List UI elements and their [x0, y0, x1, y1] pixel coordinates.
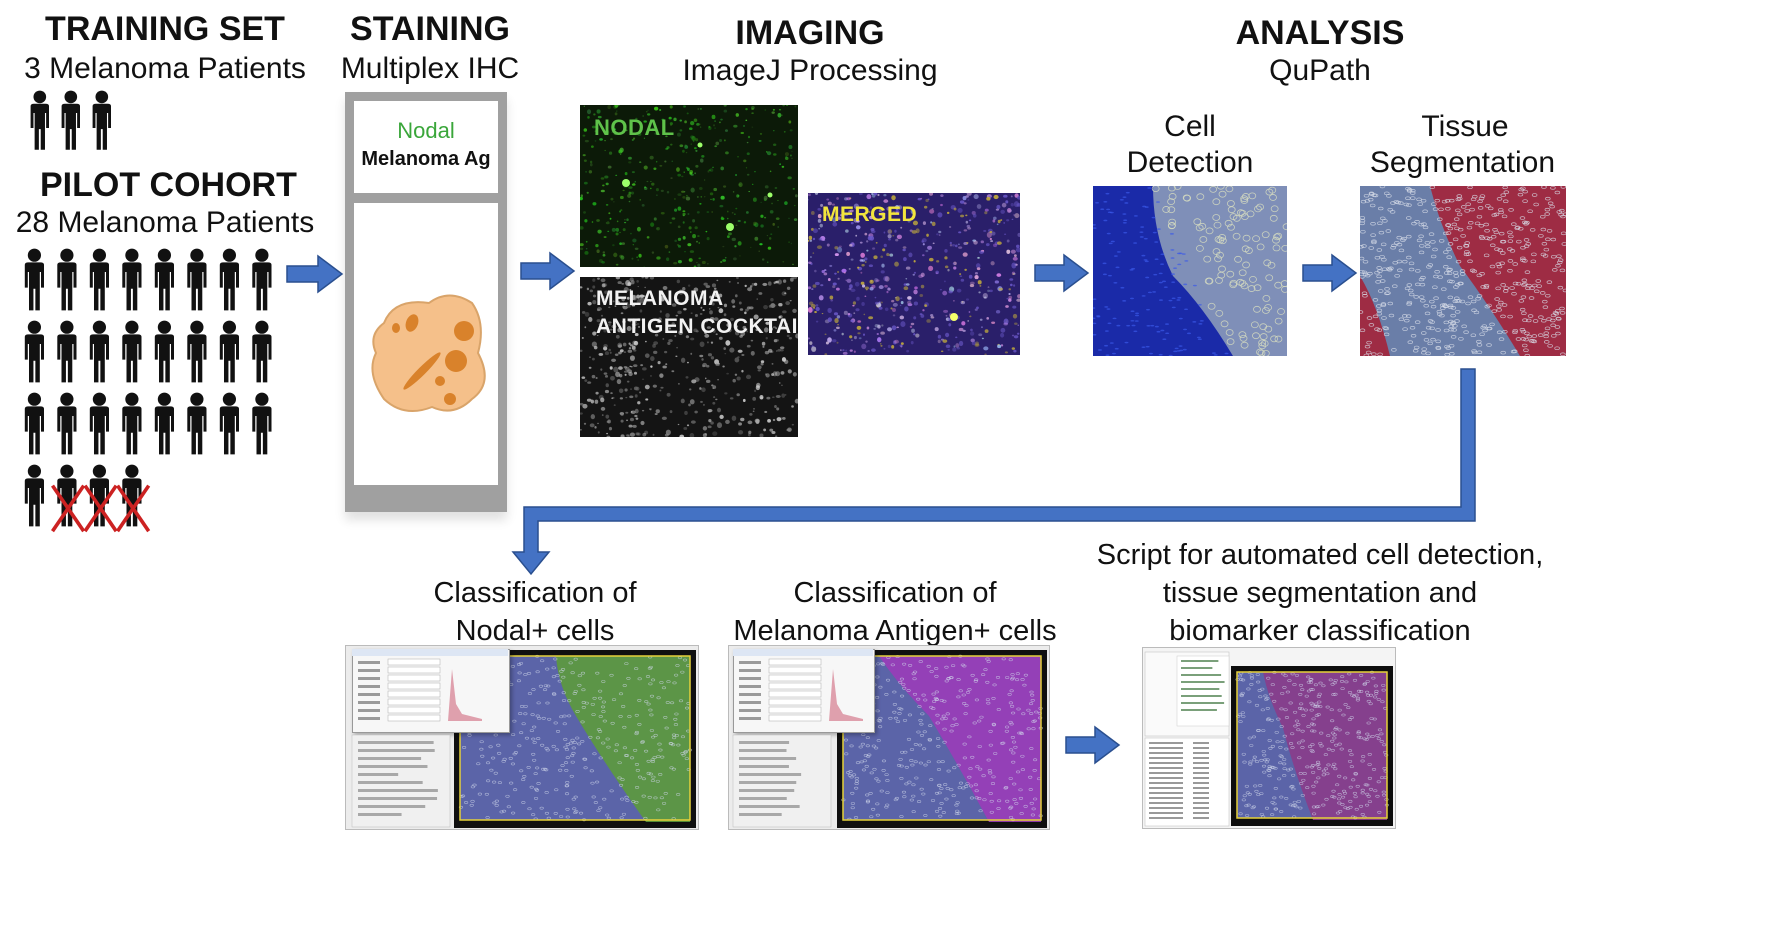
script-screenshot: [1142, 647, 1396, 829]
merged-image-panel: MERGED: [808, 193, 1020, 355]
patient-icon: [24, 392, 44, 455]
classification-melanoma-label-1: Classification of: [793, 577, 997, 609]
pilot-patient-icons: [16, 246, 286, 536]
patient-icon: [122, 392, 142, 455]
imaging-subheading: ImageJ Processing: [682, 54, 938, 87]
patient-icon: [89, 248, 109, 311]
nodal-panel-label: NODAL: [594, 115, 675, 140]
staining-label-nodal: Nodal: [397, 118, 455, 143]
nodal-classification-screenshot: [345, 645, 699, 830]
tissue-segmentation-texture: [1360, 186, 1566, 356]
patient-icon: [24, 464, 44, 527]
tissue-segmentation-label-2: Segmentation: [1369, 146, 1556, 179]
training-set-subheading: 3 Melanoma Patients: [24, 52, 306, 85]
patient-icon: [252, 320, 272, 383]
cell-detection-label-1: Cell: [1164, 110, 1216, 143]
arrow-to-cell-detection: [1034, 253, 1090, 293]
staining-label-card: [354, 101, 498, 193]
melanoma-classification-screenshot: [728, 645, 1050, 830]
excluded-patient-icon: [51, 464, 86, 533]
patient-icon: [252, 392, 272, 455]
cell-detection-image-panel: [1093, 186, 1287, 356]
training-set-heading: TRAINING SET: [45, 10, 285, 48]
analysis-subheading: QuPath: [1269, 54, 1371, 87]
patient-icon: [89, 320, 109, 383]
patient-icon: [89, 392, 109, 455]
imaging-heading: IMAGING: [735, 14, 885, 52]
staining-slide-card: [354, 203, 498, 485]
script-screenshot-texture: [1144, 651, 1389, 827]
patient-icon: [219, 320, 239, 383]
nodal-screenshot-texture: [458, 654, 693, 822]
classification-nodal-label-1: Classification of: [433, 577, 637, 609]
patient-icon: [187, 248, 207, 311]
patient-icon: [61, 90, 80, 150]
tissue-segmentation-image-panel: [1360, 186, 1566, 356]
patient-icon: [122, 320, 142, 383]
script-label-1: Script for automated cell detection,: [1096, 539, 1544, 571]
script-label-3: biomarker classification: [1169, 615, 1471, 647]
staining-heading: STAINING: [350, 10, 510, 48]
melanoma-cocktail-image-panel: MELANOMA ANTIGEN COCKTAIL: [580, 277, 798, 437]
patient-icon: [154, 320, 174, 383]
patient-icon: [252, 248, 272, 311]
nodal-image-texture: [580, 105, 798, 267]
pilot-cohort-subheading: 28 Melanoma Patients: [15, 206, 315, 239]
patient-icon: [24, 248, 44, 311]
patient-icon: [57, 392, 77, 455]
arrow-to-imaging: [520, 251, 576, 291]
arrow-to-staining: [286, 254, 344, 294]
excluded-patient-icon: [116, 464, 151, 533]
arrow-to-tissue-segmentation: [1302, 253, 1358, 293]
patient-icon: [187, 320, 207, 383]
patient-icon: [154, 392, 174, 455]
patient-icon: [122, 248, 142, 311]
cell-detection-texture: [1093, 186, 1287, 356]
patient-icon: [219, 392, 239, 455]
nodal-dialog-content: [351, 649, 508, 828]
tumor-cell-illustration: [371, 294, 486, 413]
arrow-to-script: [1065, 725, 1121, 765]
script-label-2: tissue segmentation and: [1162, 577, 1478, 609]
patient-icon: [24, 320, 44, 383]
training-patient-icons: [22, 88, 142, 154]
cocktail-panel-label-2: ANTIGEN COCKTAIL: [596, 315, 798, 338]
patient-icon: [57, 248, 77, 311]
merged-panel-label: MERGED: [822, 203, 918, 226]
melanoma-dialog-content: [732, 649, 873, 828]
melanoma-screenshot-texture: [841, 654, 1043, 822]
patient-icon: [187, 392, 207, 455]
patient-icon: [57, 320, 77, 383]
patient-icon: [92, 90, 111, 150]
classification-melanoma-label-2: Melanoma Antigen+ cells: [733, 615, 1057, 647]
patient-icon: [219, 248, 239, 311]
tissue-segmentation-label-1: Tissue: [1421, 110, 1509, 143]
cocktail-panel-label-1: MELANOMA: [596, 287, 724, 310]
classification-nodal-label-2: Nodal+ cells: [455, 615, 615, 647]
pilot-cohort-heading: PILOT COHORT: [40, 166, 297, 204]
staining-label-melanoma-ag: Melanoma Ag: [361, 148, 491, 170]
excluded-patient-icon: [83, 464, 118, 533]
patient-icon: [154, 248, 174, 311]
cell-detection-label-2: Detection: [1126, 146, 1254, 179]
nodal-image-panel: NODAL: [580, 105, 798, 267]
patient-icon: [30, 90, 49, 150]
analysis-heading: ANALYSIS: [1235, 14, 1405, 52]
staining-subheading: Multiplex IHC: [340, 52, 520, 85]
merged-image-texture: [808, 193, 1020, 355]
